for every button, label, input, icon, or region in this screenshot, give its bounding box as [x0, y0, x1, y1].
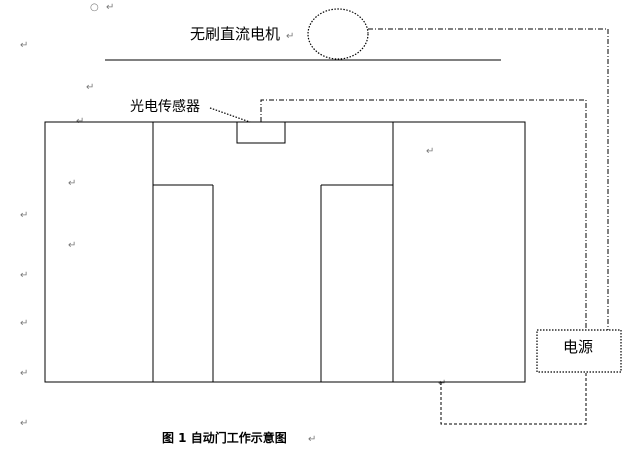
- motor-label: 无刷直流电机: [190, 25, 280, 43]
- paragraph-mark: ↵: [286, 31, 294, 42]
- paragraph-mark: ↵: [20, 418, 28, 429]
- paragraph-mark: ↵: [20, 318, 28, 329]
- paragraph-mark: ↵: [68, 178, 76, 189]
- door-frame: [44, 121, 526, 383]
- sensor-power-wire: [260, 99, 587, 330]
- motor-circle: [307, 8, 369, 60]
- paragraph-marks: ○ ↵ ↵ ↵ ↵ ↵ ↵ ↵ ↵ ↵ ↵ ↵ ↵ ↵: [20, 2, 446, 429]
- motor-power-wire: [368, 28, 609, 330]
- sensor-leader-line: [209, 107, 251, 123]
- paragraph-mark: ↵: [20, 368, 28, 379]
- paragraph-mark: ↵: [86, 82, 94, 93]
- sensor-label: 光电传感器: [130, 98, 200, 115]
- power-box: [536, 329, 622, 373]
- paragraph-mark: ↵: [68, 240, 76, 251]
- paragraph-mark: ↵: [20, 40, 28, 51]
- figure-caption: 图 1 自动门工作示意图: [162, 430, 287, 445]
- paragraph-mark: ↵: [106, 2, 114, 13]
- paragraph-mark: ↵: [308, 434, 316, 445]
- paragraph-mark: ↵: [438, 378, 446, 389]
- power-label: 电源: [563, 338, 593, 356]
- bullet-mark: ○: [90, 2, 99, 13]
- door-power-wire: [440, 372, 587, 425]
- paragraph-mark: ↵: [20, 270, 28, 281]
- photoelectric-sensor: [236, 121, 286, 144]
- paragraph-mark: ↵: [20, 210, 28, 221]
- paragraph-mark: ↵: [426, 146, 434, 157]
